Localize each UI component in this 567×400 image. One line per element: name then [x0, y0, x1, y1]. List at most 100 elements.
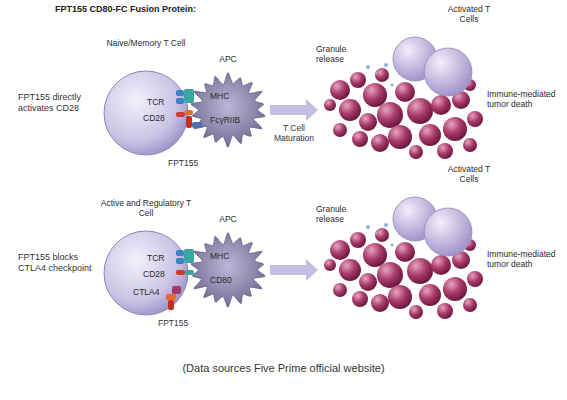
tumor-cell [419, 284, 441, 306]
tumor-cell [352, 131, 368, 147]
tcr-symbol [176, 90, 184, 96]
tumor-cell [359, 113, 377, 131]
receptor-label: CD28 [143, 114, 165, 124]
outcome-label: Immune-mediated tumor death [487, 250, 561, 270]
tumor-cell [419, 124, 441, 146]
granule-dot [375, 72, 378, 75]
cell-title: Active and Regulatory T Cell [96, 199, 196, 219]
t-cell: Naive/Memory T CellTCRCD28 [103, 70, 189, 156]
tumor-cell [388, 285, 412, 309]
granule-dot [384, 223, 388, 227]
mhc-symbol [184, 89, 194, 103]
fpt155-symbol [168, 300, 174, 310]
fc-receptor-symbol [192, 122, 202, 128]
cell-title: Activated T Cells [438, 165, 500, 185]
tumor-cell [363, 243, 387, 267]
tumor-cell [324, 99, 336, 111]
receptor-label: MHC [210, 92, 229, 102]
tumor-cell [324, 259, 336, 271]
apc-cell: APCMHCCD80 [188, 232, 268, 308]
tcr-symbol [176, 98, 184, 104]
apc-cell: APCMHCFcγRIIB [188, 72, 268, 148]
diagram-title: FPT155 CD80-FC Fusion Protein: [55, 4, 196, 15]
tumor-cell [377, 262, 403, 288]
process-arrow [270, 259, 318, 281]
t-cell-body [104, 71, 188, 155]
receptor-label: MHC [210, 252, 229, 262]
fpt155-symbol [166, 294, 176, 300]
tumor-cell [333, 283, 347, 297]
receptor-symbols [176, 89, 202, 128]
cell-title: Naive/Memory T Cell [96, 39, 196, 49]
tumor-cell [330, 240, 350, 260]
tumor-cell [437, 143, 453, 159]
tumor-cell [407, 258, 433, 284]
mechanism-label: FPT155 blocks CTLA4 checkpoint [18, 252, 96, 274]
apc-body [191, 73, 265, 147]
tumor-cell [409, 305, 423, 319]
apc-cell-shape [188, 72, 268, 148]
granule-dot [375, 232, 378, 235]
granule-dot [384, 63, 388, 67]
arrow-head [306, 99, 318, 121]
tumor-cluster-shape [320, 205, 485, 320]
tumor-cluster: Activated T CellsGranule releaseImmune-m… [320, 205, 485, 320]
tumor-cell [467, 271, 483, 287]
receptor-label: FcγRIIB [210, 116, 240, 126]
cd80-symbol [185, 270, 194, 275]
receptor-label: TCR [147, 98, 164, 108]
edge-label: T Cell Maturation [266, 123, 322, 143]
tumor-cell [443, 277, 467, 301]
fpt155-symbol [185, 110, 193, 115]
granule-dot [391, 244, 394, 247]
apc-body [191, 233, 265, 307]
cd28-symbol [176, 270, 185, 275]
diagram-caption: (Data sources Five Prime official websit… [0, 362, 567, 375]
apc-cell-shape [188, 232, 268, 308]
process-label: Granule release [316, 45, 360, 65]
process-arrow [270, 99, 318, 121]
molecule-label: FPT155 [158, 318, 188, 328]
cell-title: APC [188, 215, 268, 225]
tumor-cluster-shape [320, 45, 485, 160]
cd28-symbol [176, 112, 185, 117]
tumor-cell [463, 138, 477, 152]
tumor-cell [377, 102, 403, 128]
tumor-cell [375, 228, 389, 242]
granule-dot [391, 84, 394, 87]
tumor-cell [463, 298, 477, 312]
tumor-cell [375, 68, 389, 82]
arrow-body [270, 105, 306, 115]
tumor-cell [363, 83, 387, 107]
tumor-cell [409, 145, 423, 159]
tumor-cluster: Activated T CellsGranule releaseImmune-m… [320, 45, 485, 160]
arrow-head [306, 259, 318, 281]
t-cell-body [104, 231, 188, 315]
mechanism-label: FPT155 directly activates CD28 [18, 92, 96, 114]
receptor-label: CD28 [143, 270, 165, 280]
process-label: Granule release [316, 205, 360, 225]
tumor-cell [330, 80, 350, 100]
tumor-cell [395, 82, 415, 102]
tcr-symbol [176, 258, 184, 264]
tumor-cell [371, 134, 389, 152]
tumor-cell [437, 303, 453, 319]
tumor-cell [388, 125, 412, 149]
t-cell-shape [103, 70, 189, 156]
cell-title: APC [188, 55, 268, 65]
molecule-label: FPT155 [168, 158, 198, 168]
tcr-symbol [176, 250, 184, 256]
tumor-cell [431, 95, 451, 115]
tumor-cell [371, 294, 389, 312]
tumor-cell [350, 232, 366, 248]
cell-title: Activated T Cells [438, 5, 500, 25]
tumor-cell [333, 123, 347, 137]
receptor-label: TCR [147, 254, 164, 264]
tumor-cell [352, 291, 368, 307]
tumor-cell [395, 242, 415, 262]
receptor-label: CTLA4 [133, 288, 159, 298]
outcome-label: Immune-mediated tumor death [487, 90, 561, 110]
receptor-symbols [166, 249, 194, 310]
mhc-symbol [184, 249, 194, 263]
